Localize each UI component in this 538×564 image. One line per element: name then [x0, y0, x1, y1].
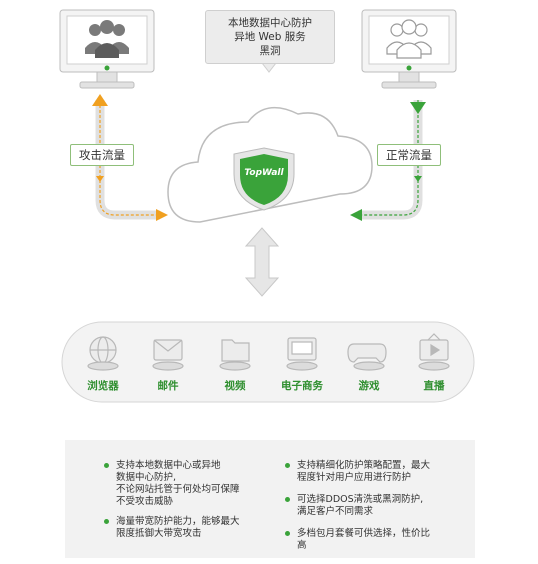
feature-item: 可选择DDOS清洗或黑洞防护, 满足客户不同需求 [285, 494, 462, 518]
app-label-browser: 浏览器 [87, 380, 119, 392]
normal-traffic-label: 正常流量 [377, 144, 441, 166]
feature-line: 限度抵御大带宽攻击 [116, 528, 202, 539]
bullet-dot-icon [104, 519, 109, 524]
feature-line: 海量带宽防护能力，能够最大 [116, 516, 240, 527]
feature-line: 可选择DDOS清洗或黑洞防护, [297, 494, 424, 505]
topwall-logo-text: TopWall [244, 168, 284, 178]
feature-item: 多档包月套餐可供选择，性价比 高 [285, 528, 462, 552]
feature-line: 高 [297, 540, 307, 551]
callout-line-1: 本地数据中心防护 [228, 17, 312, 29]
bullet-dot-icon [104, 463, 109, 468]
bullet-dot-icon [285, 463, 290, 468]
envelope-icon [152, 339, 184, 371]
feature-line: 支持本地数据中心或异地 [116, 460, 221, 471]
app-label-live: 直播 [423, 380, 445, 392]
feature-item: 海量带宽防护能力，能够最大 限度抵御大带宽攻击 [104, 516, 266, 540]
bidirectional-arrow-icon [244, 227, 280, 297]
features-panel [65, 440, 475, 558]
feature-line: 不论网站托管于何处均可保障 [116, 484, 240, 495]
protection-callout: 本地数据中心防护 异地 Web 服务 黑洞 [205, 10, 335, 64]
gamepad-icon [347, 343, 387, 371]
network-diagram [59, 9, 475, 403]
bullet-dot-icon [285, 531, 290, 536]
bullet-dot-icon [285, 497, 290, 502]
feature-item: 支持精细化防护策略配置，最大 程度针对用户应用进行防护 [285, 460, 462, 484]
feature-line: 数据中心防护, [116, 472, 177, 483]
feature-item: 支持本地数据中心或异地 数据中心防护, 不论网站托管于何处均可保障 不受攻击威胁 [104, 460, 266, 508]
app-label-games: 游戏 [358, 380, 380, 392]
globe-icon [87, 336, 119, 371]
shop-icon [286, 337, 318, 371]
attacker-monitor-icon [59, 9, 155, 89]
attack-flow-arrow [92, 94, 168, 221]
folder-icon [219, 339, 251, 371]
callout-line-2: 异地 Web 服务 [234, 31, 306, 43]
feature-line: 程度针对用户应用进行防护 [297, 472, 412, 483]
feature-line: 不受攻击威胁 [116, 496, 174, 507]
app-label-mail: 邮件 [157, 380, 179, 392]
callout-line-3: 黑洞 [259, 45, 281, 57]
attack-traffic-label: 攻击流量 [70, 144, 134, 166]
shield-icon [233, 147, 295, 211]
normal-flow-arrow [350, 100, 426, 221]
app-label-video: 视频 [224, 380, 246, 392]
feature-line: 满足客户不同需求 [297, 506, 374, 517]
feature-line: 支持精细化防护策略配置，最大 [297, 460, 431, 471]
app-label-ecommerce: 电子商务 [281, 380, 323, 392]
tv-play-icon [418, 333, 450, 371]
feature-line: 多档包月套餐可供选择，性价比 [297, 528, 431, 539]
user-monitor-icon [361, 9, 457, 89]
